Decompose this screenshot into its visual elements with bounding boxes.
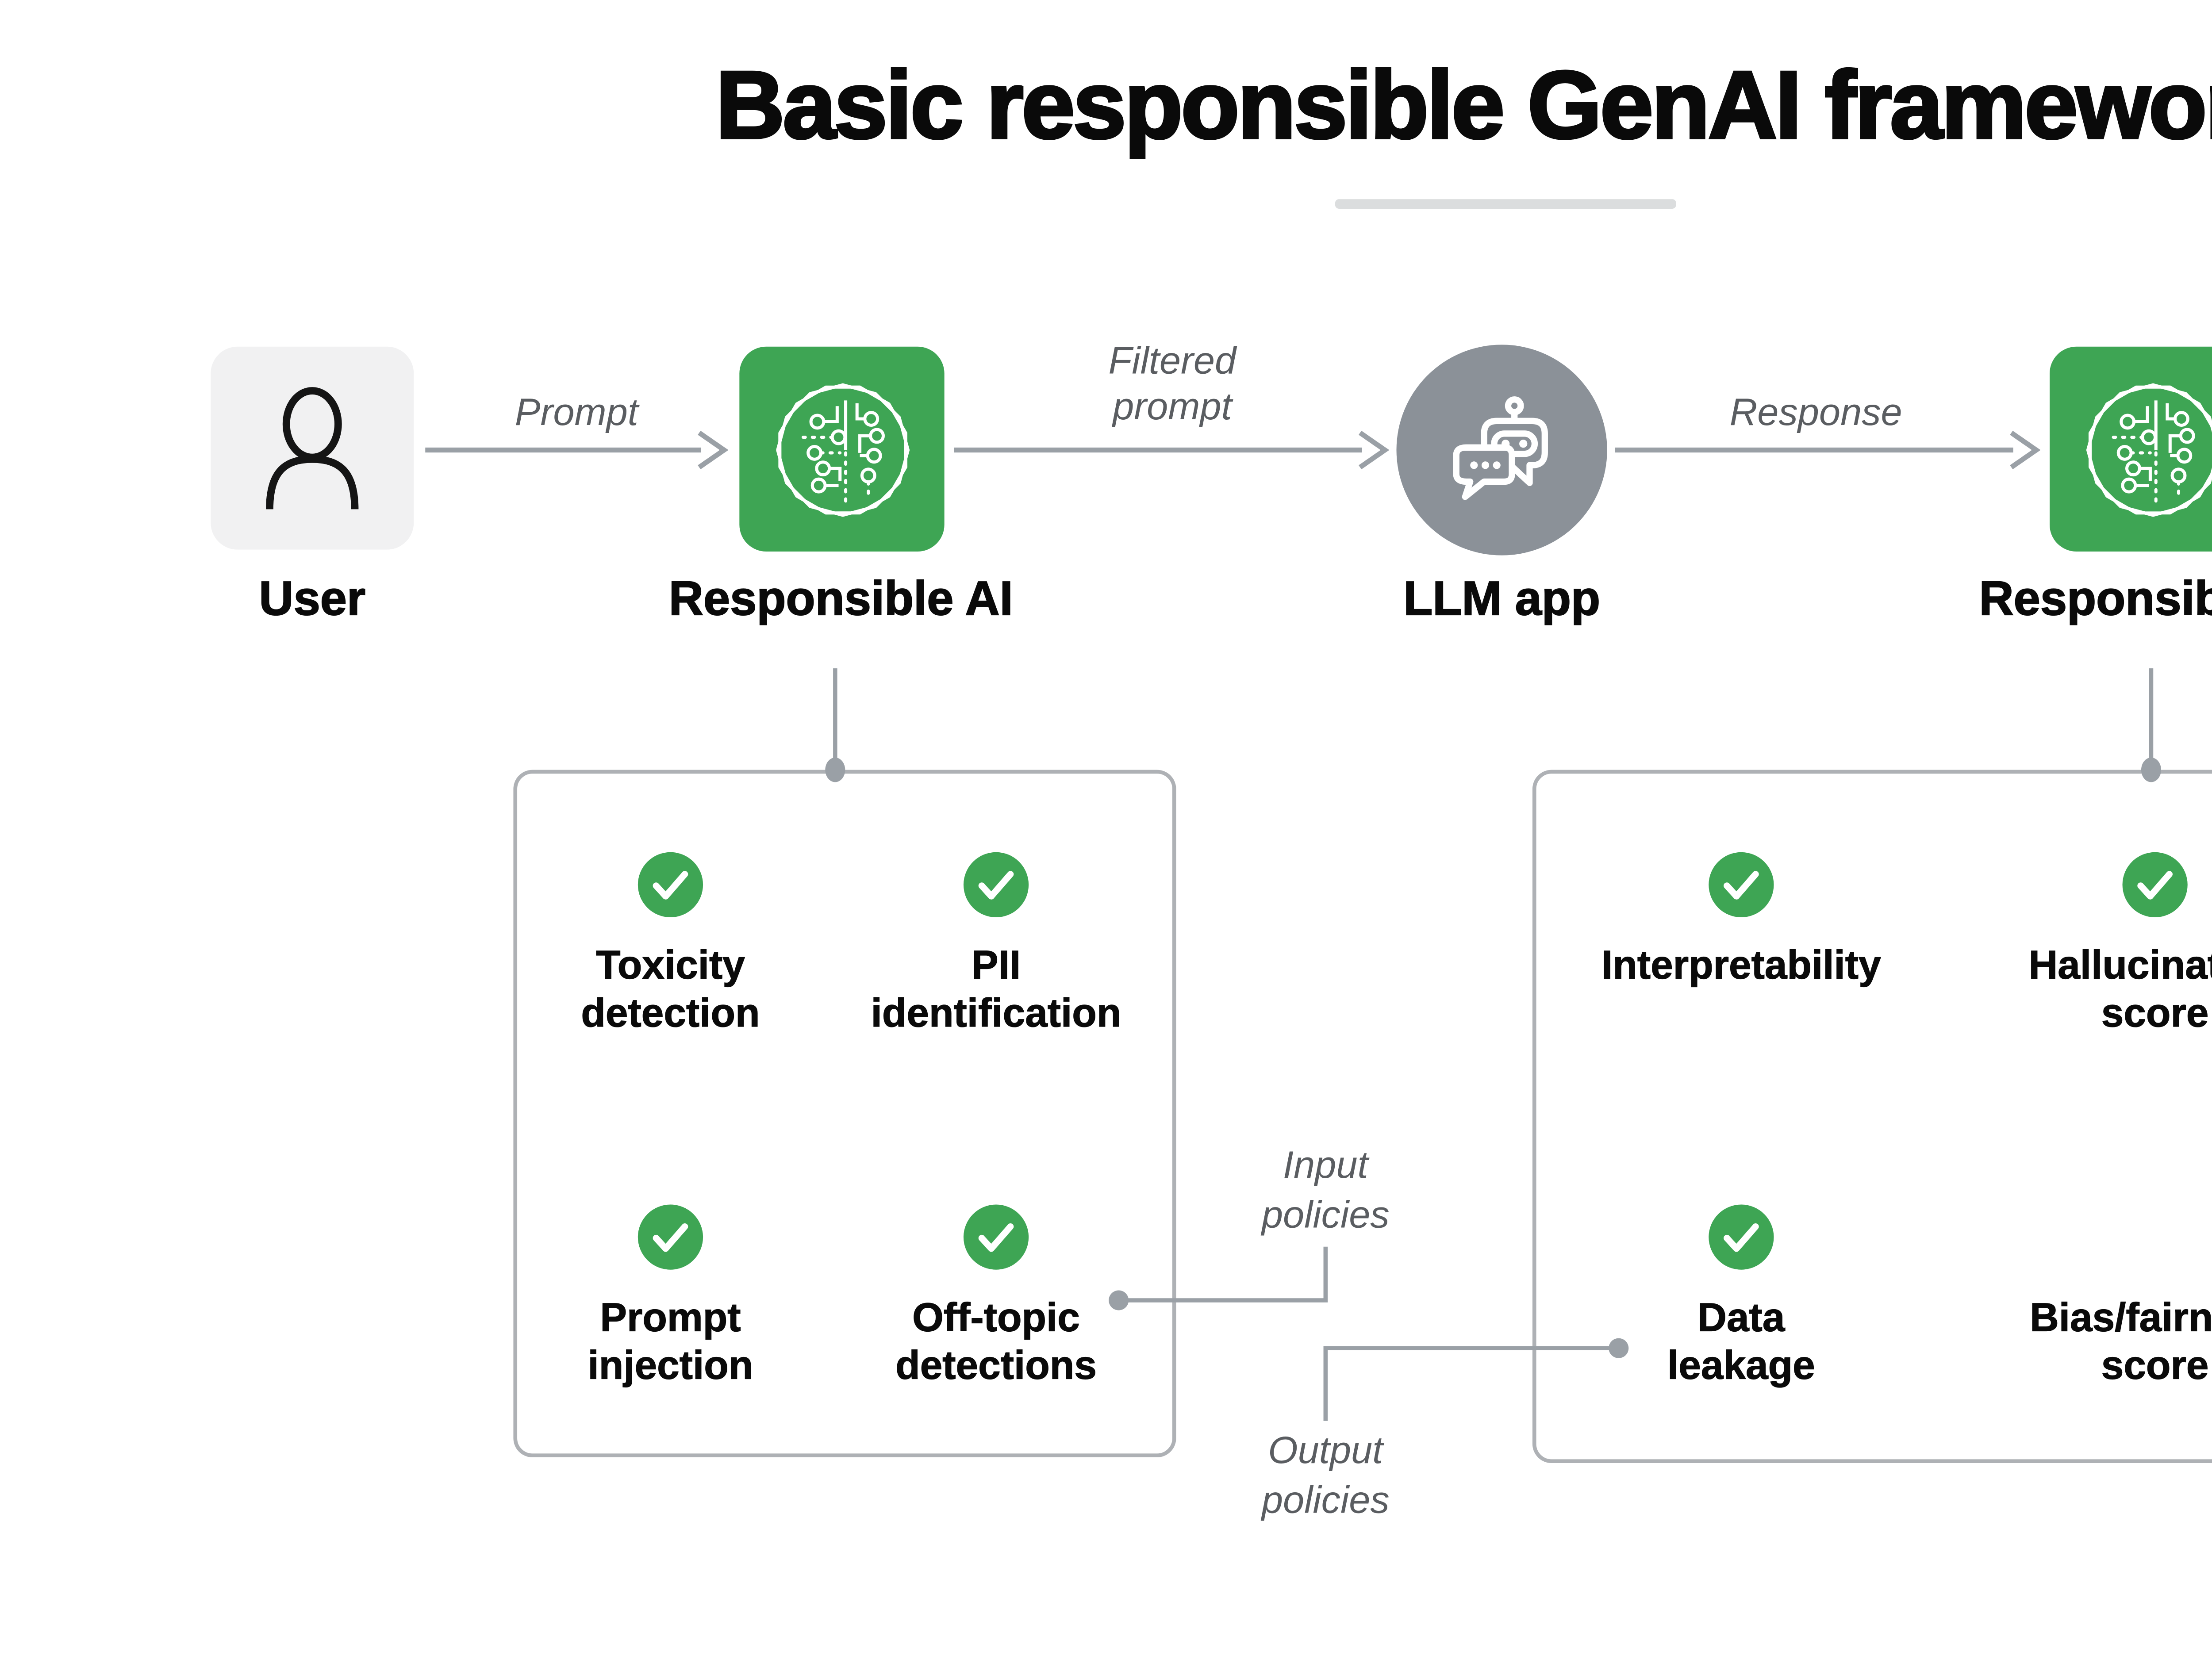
node-label-llm-app: LLM app: [1403, 572, 1601, 627]
policy-item-label: Bias/fairnessscore: [2029, 1296, 2212, 1389]
title-divider: [1335, 199, 1676, 209]
check-icon: [963, 1204, 1029, 1270]
edge-label-filtered-prompt: Filtered prompt: [1108, 341, 1237, 429]
node-label-rai-output: Responsible AI: [1978, 572, 2212, 627]
node-label-user-left: User: [258, 572, 366, 627]
person-icon: [257, 383, 368, 513]
responsible-ai-node-input: [739, 346, 945, 552]
policy-item-label: Hallucinationscore: [2028, 944, 2212, 1036]
responsible-ai-node-output: [2049, 346, 2212, 552]
policy-item-label: Interpretability: [1601, 944, 1881, 989]
flow-arrows: [425, 430, 2041, 470]
brain-circuit-icon: [771, 378, 913, 520]
policy-item-hallucination-score: Hallucinationscore: [1973, 852, 2212, 1038]
input-policies-label: Input policies: [1261, 1145, 1390, 1238]
check-icon: [637, 852, 703, 918]
check-icon: [1709, 852, 1774, 918]
check-icon: [963, 852, 1029, 918]
chatbot-icon: [1439, 387, 1565, 513]
llm-app-node: [1396, 345, 1607, 556]
brain-circuit-icon: [2081, 378, 2212, 520]
output-policies-panel: Interpretability Hallucinationscore Toxi…: [1532, 770, 2212, 1464]
output-policies-label: Output policies: [1261, 1430, 1390, 1523]
edge-label-response: Response: [1729, 392, 1902, 435]
user-node-left: [211, 346, 414, 550]
page-title: Basic responsible GenAI framework: [714, 50, 2212, 161]
edge-label-prompt: Prompt: [515, 392, 638, 435]
check-icon: [1709, 1204, 1774, 1270]
node-label-rai-input: Responsible AI: [668, 572, 1014, 627]
policy-item-bias-fairness-score: Bias/fairnessscore: [1973, 1205, 2212, 1391]
check-icon: [2122, 852, 2188, 918]
policy-item-interpretability: Interpretability: [1559, 852, 1924, 990]
check-icon: [637, 1204, 703, 1270]
